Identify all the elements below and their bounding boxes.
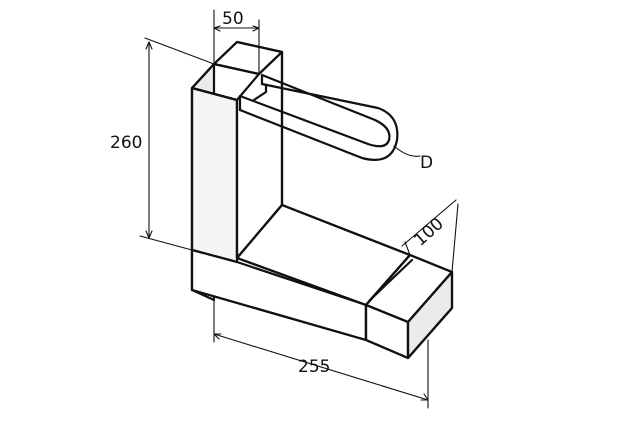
dim-end-block: 100 xyxy=(410,214,448,251)
dim-height: 260 xyxy=(110,133,142,153)
end-block-groove xyxy=(368,258,414,302)
dim-line-end-block xyxy=(401,199,459,273)
dim-diameter-label: D xyxy=(420,153,433,173)
dim-line-width-top xyxy=(213,9,260,75)
column-side-face xyxy=(190,86,239,264)
dim-width-top: 50 xyxy=(222,9,244,29)
dim-length: 255 xyxy=(298,357,330,377)
bracket-outline xyxy=(190,40,412,342)
rod-handle xyxy=(238,73,391,148)
leader-diameter xyxy=(393,145,421,157)
dim-line-length xyxy=(213,299,429,409)
